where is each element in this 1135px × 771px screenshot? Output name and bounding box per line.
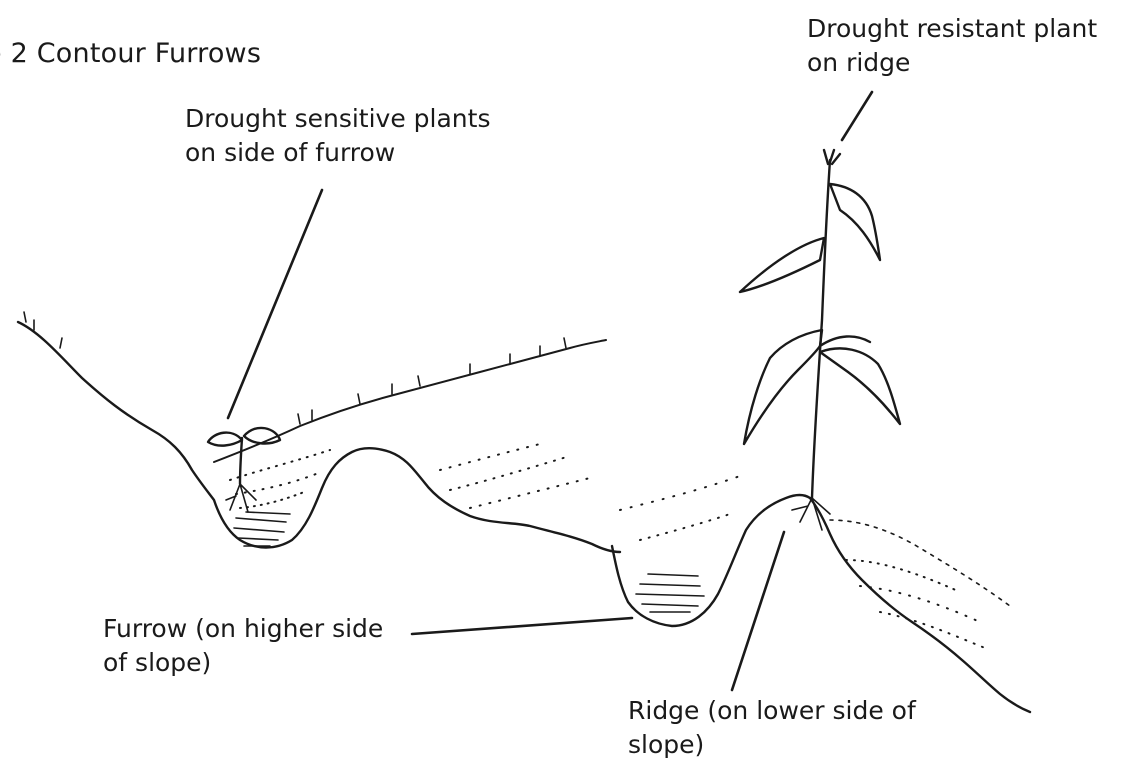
pointer-furrow [412, 618, 632, 634]
label-furrow-line1: Furrow (on higher side [103, 612, 383, 646]
ridge-slope-right [810, 498, 1030, 712]
label-ridge: Ridge (on lower side of slope) [628, 694, 916, 762]
ground-surface-left [18, 322, 620, 552]
label-drought-sensitive: Drought sensitive plants on side of furr… [185, 102, 490, 170]
label-ridge-line1: Ridge (on lower side of [628, 694, 916, 728]
figure-title: e 2 Contour Furrows [0, 38, 261, 69]
label-drought-sensitive-line2: on side of furrow [185, 136, 490, 170]
label-drought-resistant: Drought resistant plant on ridge [807, 12, 1097, 80]
furrow-lower [612, 495, 810, 626]
grass-tufts [24, 312, 566, 424]
ridge-back-slope [830, 520, 1010, 606]
pointer-sensitive [228, 190, 322, 418]
pointer-ridge [732, 532, 784, 690]
pointer-resistant [842, 92, 872, 140]
maize-plant-icon [740, 150, 900, 530]
label-furrow-line2: of slope) [103, 646, 383, 680]
label-ridge-line2: slope) [628, 728, 916, 762]
label-furrow: Furrow (on higher side of slope) [103, 612, 383, 680]
label-drought-resistant-line2: on ridge [807, 46, 1097, 80]
label-drought-resistant-line1: Drought resistant plant [807, 12, 1097, 46]
label-drought-sensitive-line1: Drought sensitive plants [185, 102, 490, 136]
